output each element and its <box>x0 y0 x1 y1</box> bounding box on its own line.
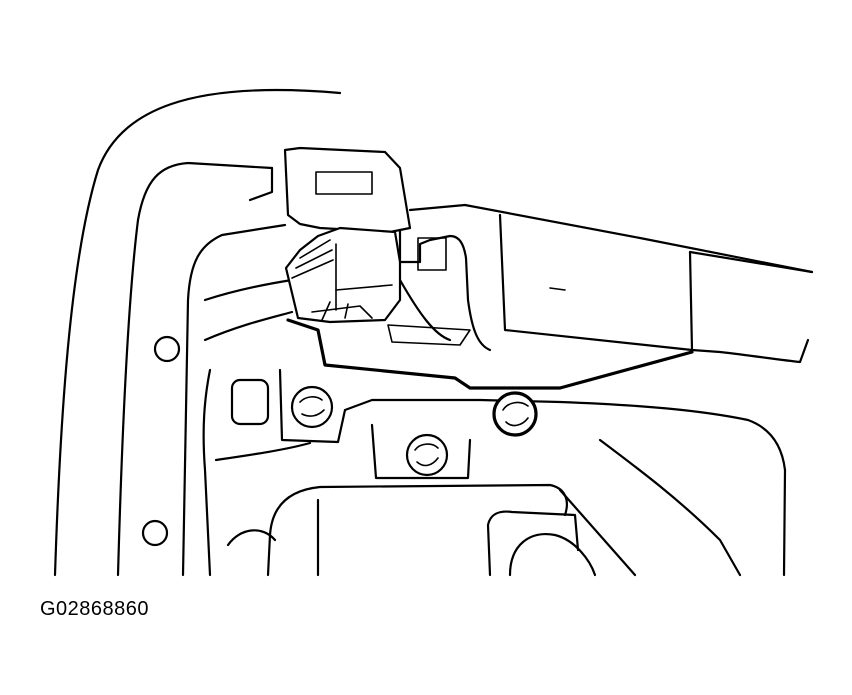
bolts <box>290 385 538 477</box>
bolt-left <box>290 385 334 429</box>
harness-connector <box>284 226 402 324</box>
bolt-right <box>492 391 538 437</box>
mounting-holes <box>141 335 270 547</box>
mounting-bracket <box>181 223 787 577</box>
control-module <box>283 146 814 364</box>
mounting-hole-upper <box>153 335 181 363</box>
figure-code: G02868860 <box>40 598 150 620</box>
mounting-hole-lower <box>141 519 169 547</box>
square-cutout <box>230 378 270 426</box>
bolt-center <box>405 433 449 477</box>
dashboard-trim-outline <box>53 88 342 577</box>
module-label-window <box>315 171 373 195</box>
lower-assembly <box>226 438 742 577</box>
component-location-illustration <box>53 88 814 577</box>
highlighted-harness <box>286 318 694 390</box>
